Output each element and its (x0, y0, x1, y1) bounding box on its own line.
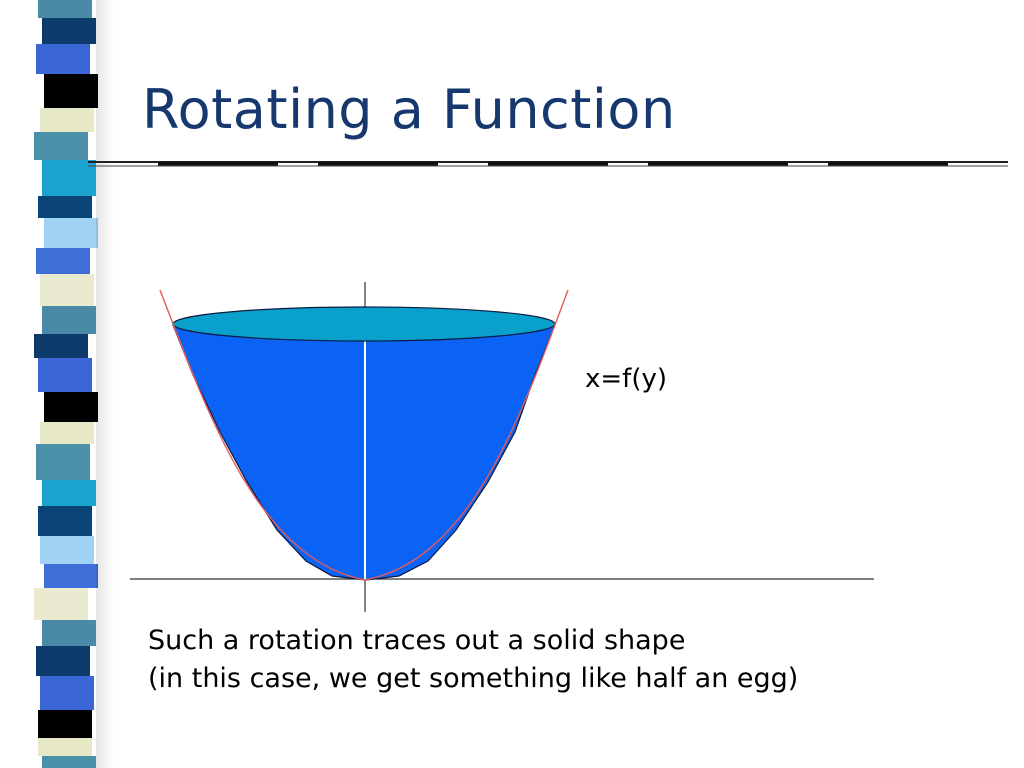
caption-line-2: (in this case, we get something like hal… (148, 663, 799, 694)
stripe-segment (38, 506, 92, 536)
stripe-segment (34, 588, 88, 620)
stripe-segment (38, 196, 92, 218)
stripe-segment (36, 646, 90, 676)
stripe-segment (38, 710, 92, 738)
title-underline-rule (88, 161, 1008, 167)
stripe-segment (36, 44, 90, 74)
stripe-segment (40, 676, 94, 710)
stripe-segment (40, 536, 94, 564)
stripe-segment (42, 756, 96, 768)
function-curve (159, 289, 569, 581)
stripe-segment (34, 334, 88, 358)
stripe-segment (38, 358, 92, 392)
decorative-stripe-bar (34, 0, 98, 768)
stripe-segment (38, 738, 92, 756)
stripe-segment (34, 132, 88, 160)
stripe-segment (44, 74, 98, 108)
slide-title: Rotating a Function (142, 78, 676, 141)
stripe-shadow (96, 0, 114, 768)
stripe-segment (40, 274, 94, 306)
stripe-segment (38, 0, 92, 18)
stripe-segment (42, 480, 96, 506)
stripe-segment (36, 444, 90, 480)
stripe-segment (42, 18, 96, 44)
stripe-segment (44, 564, 98, 588)
caption-line-1: Such a rotation traces out a solid shape (148, 625, 686, 656)
stripe-segment (44, 392, 98, 422)
stripe-segment (44, 218, 98, 248)
stripe-segment (42, 160, 96, 196)
caption: Such a rotation traces out a solid shape… (148, 622, 798, 698)
function-label: x=f(y) (585, 364, 667, 394)
stripe-segment (42, 620, 96, 646)
stripe-segment (42, 306, 96, 334)
solid-top-rim (172, 306, 556, 342)
stripe-segment (40, 108, 94, 132)
stripe-segment (36, 248, 90, 274)
stripe-segment (40, 422, 94, 444)
